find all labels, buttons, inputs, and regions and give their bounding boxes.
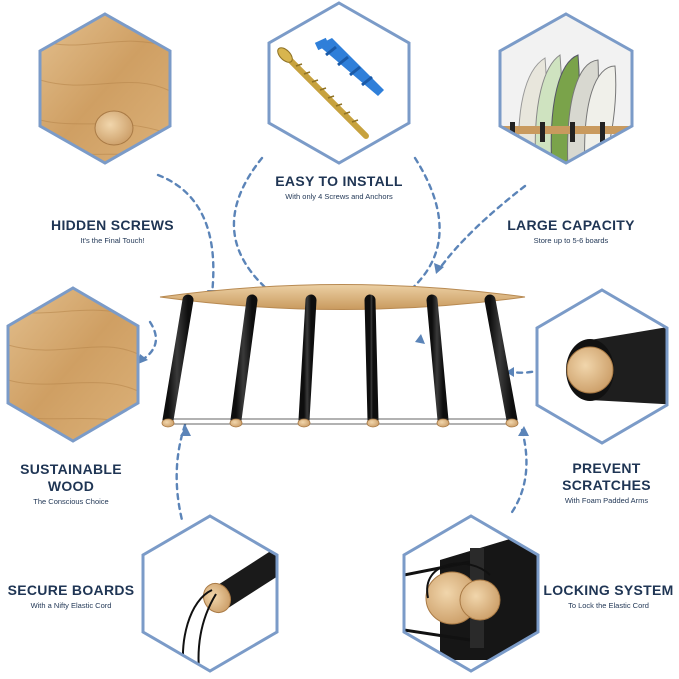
feature-prevent-scratches: PREVENT SCRATCHES With Foam Padded Arms xyxy=(534,460,679,506)
arm-end-knobs xyxy=(161,418,519,428)
connectors xyxy=(140,156,544,522)
feature-subtitle: The Conscious Choice xyxy=(33,497,109,506)
screw-icon xyxy=(277,47,369,139)
wall-anchor-icon xyxy=(314,37,384,96)
feature-subtitle: Store up to 5-6 boards xyxy=(533,236,609,245)
feature-sustainable-wood: SUSTAINABLE WOOD The Conscious Choice xyxy=(0,461,142,507)
feature-title-line1: PREVENT xyxy=(572,460,641,476)
easy-install-image xyxy=(267,1,411,165)
feature-title: LARGE CAPACITY xyxy=(507,217,635,233)
feature-large-capacity: LARGE CAPACITY Store up to 5-6 boards xyxy=(475,217,667,246)
feature-subtitle: It's the Final Touch! xyxy=(80,236,145,245)
feature-title-line1: SUSTAINABLE xyxy=(20,461,122,477)
feature-hidden-screws: HIDDEN SCREWS It's the Final Touch! xyxy=(20,217,205,246)
feature-title: EASY TO INSTALL xyxy=(275,173,403,189)
surf-rack-product xyxy=(159,284,526,428)
feature-subtitle: With a Nifty Elastic Cord xyxy=(30,601,112,610)
feature-subtitle: To Lock the Elastic Cord xyxy=(568,601,649,610)
feature-title: HIDDEN SCREWS xyxy=(51,217,174,233)
feature-easy-install: EASY TO INSTALL With only 4 Screws and A… xyxy=(243,173,435,202)
wood-grain-icon xyxy=(8,288,138,441)
rack-elastic-cord xyxy=(168,418,512,425)
secure-boards-image xyxy=(141,514,279,673)
locking-system-image xyxy=(402,514,540,673)
padded-arm-icon xyxy=(566,325,667,405)
feature-locking-system: LOCKING SYSTEM To Lock the Elastic Cord xyxy=(538,582,679,611)
feature-title-line2: WOOD xyxy=(47,478,95,494)
rack-arms xyxy=(162,294,518,426)
feature-title: SECURE BOARDS xyxy=(7,582,135,598)
prevent-scratches-image xyxy=(535,288,669,445)
feature-subtitle: With only 4 Screws and Anchors xyxy=(285,192,393,201)
hidden-screws-image xyxy=(38,12,172,165)
wood-mount-plank xyxy=(159,284,526,310)
feature-title-line2: SCRATCHES xyxy=(562,477,651,493)
sustainable-wood-image xyxy=(6,286,140,443)
locking-knob-icon xyxy=(404,530,538,660)
feature-subtitle: With Foam Padded Arms xyxy=(564,496,649,505)
wood-plug-icon xyxy=(94,110,134,146)
large-capacity-image xyxy=(498,12,634,165)
feature-secure-boards: SECURE BOARDS With a Nifty Elastic Cord xyxy=(0,582,142,611)
feature-title: LOCKING SYSTEM xyxy=(543,582,674,598)
